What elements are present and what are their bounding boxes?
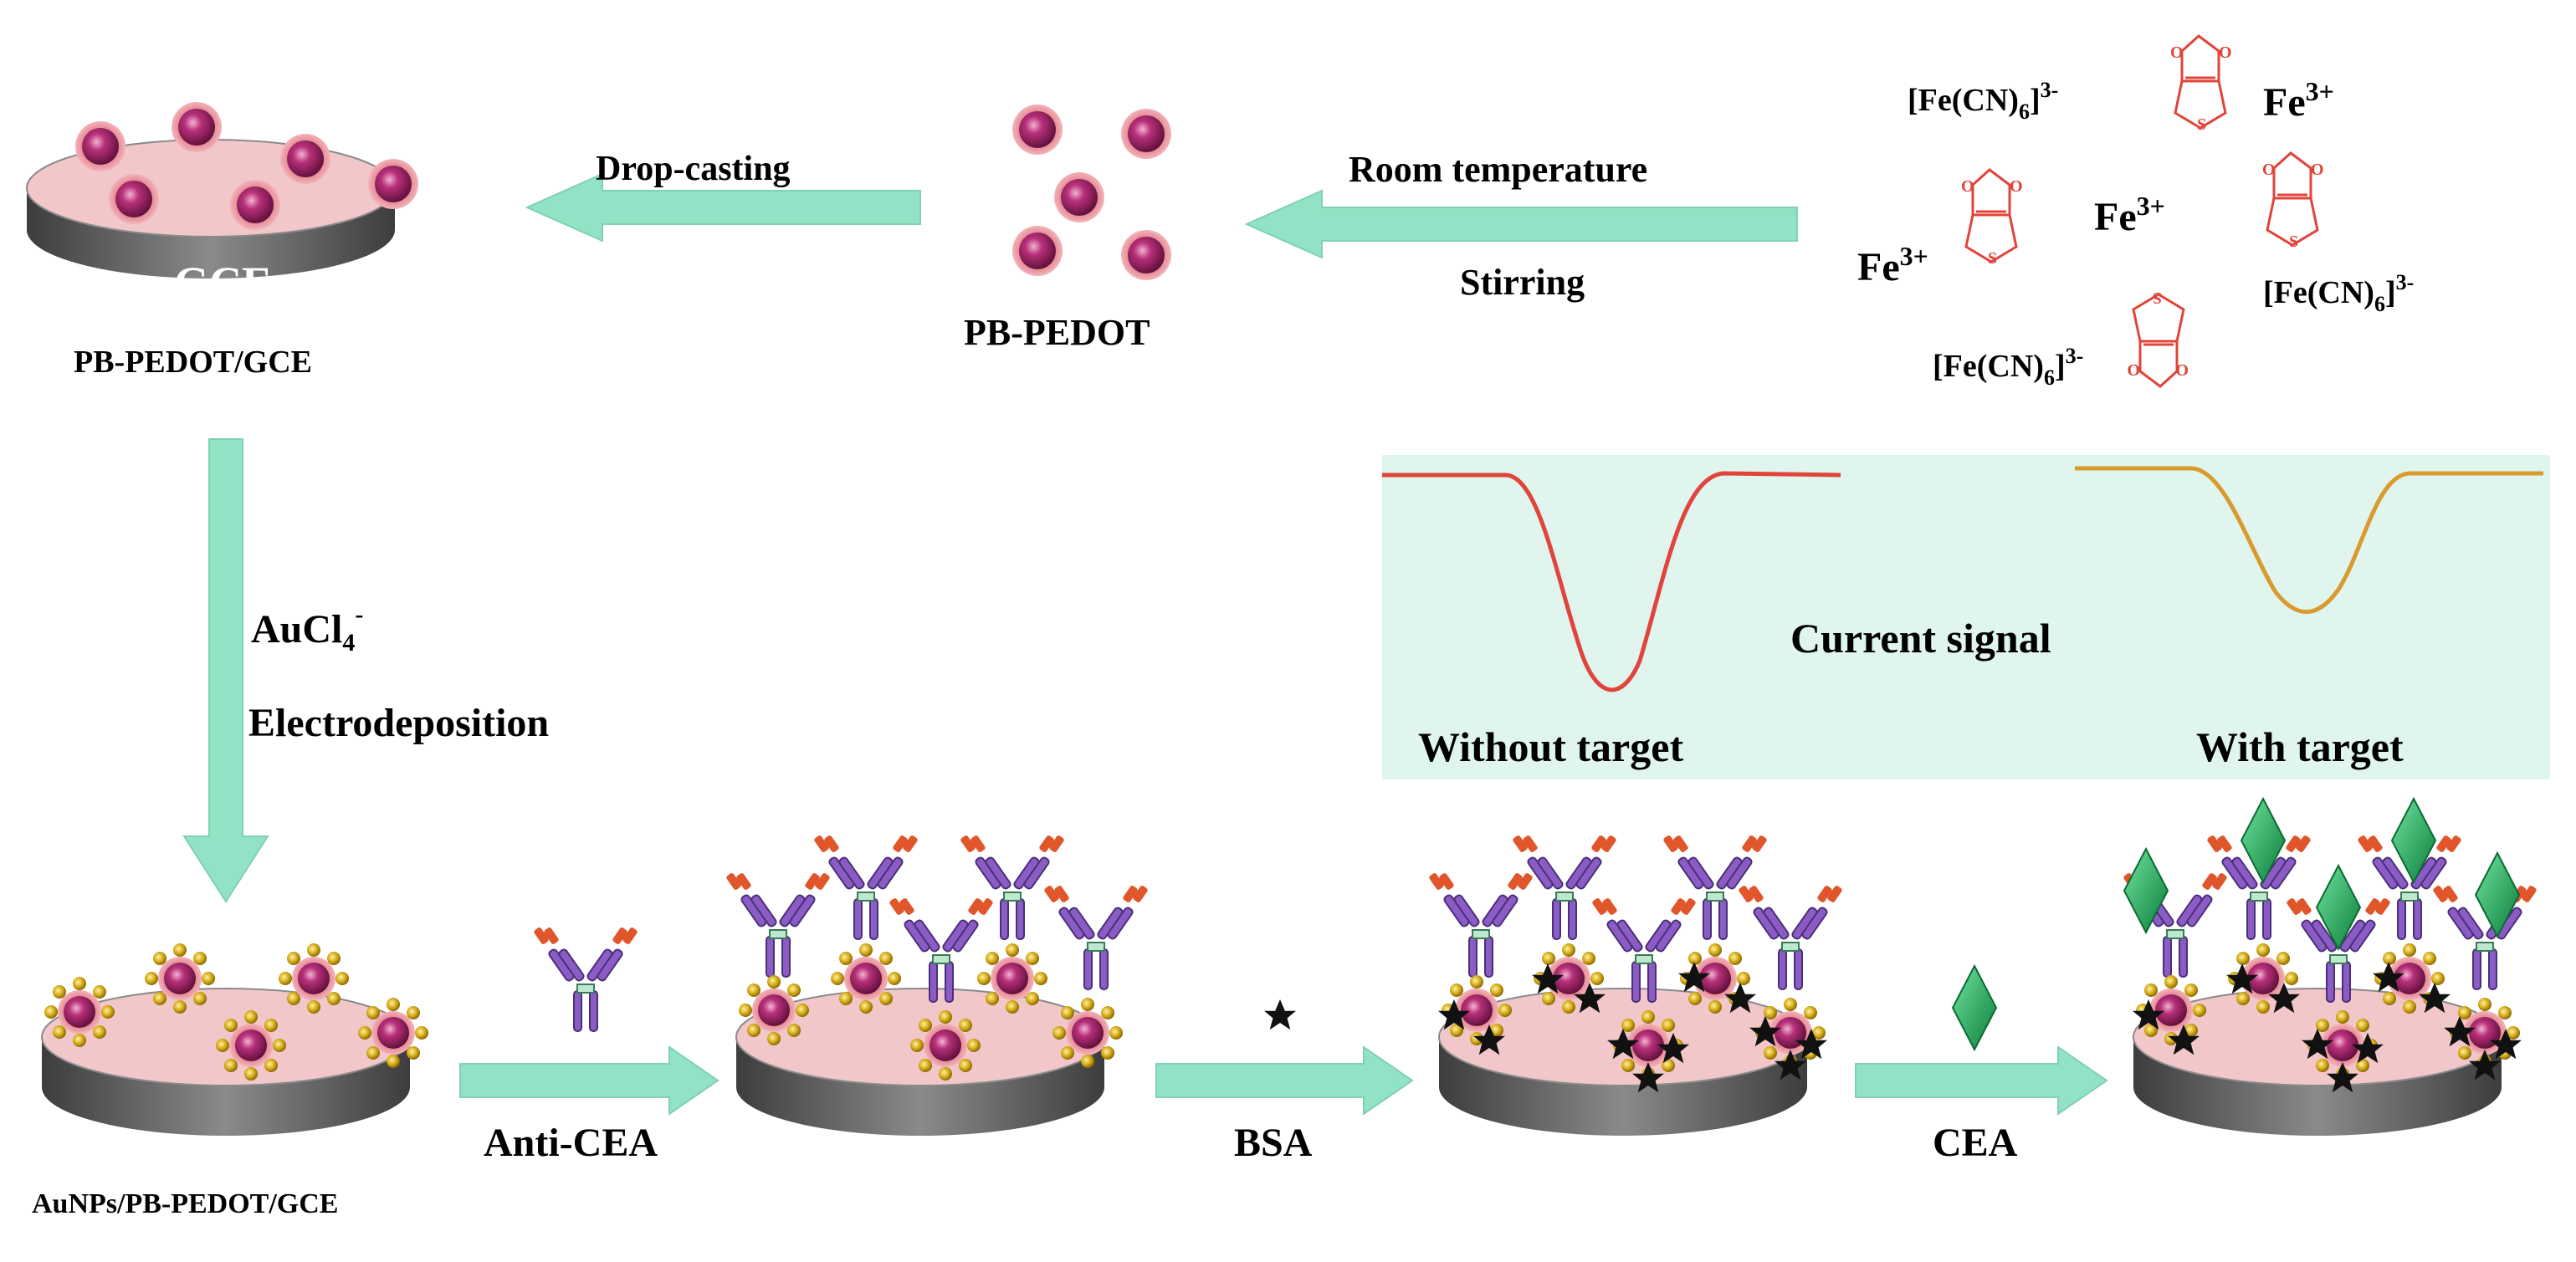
electrode-aunps xyxy=(41,943,428,1136)
fe-label-3: Fe3+ xyxy=(1857,241,1928,289)
ferricyanide-label-3: [Fe(CN)6]3- xyxy=(1933,344,2083,390)
diamond-icon xyxy=(1952,965,1997,1050)
room-temperature-label: Room temperature xyxy=(1349,149,1647,190)
fe-label-1: Fe3+ xyxy=(2263,76,2334,125)
edot-icon xyxy=(2125,287,2190,388)
reagents-mixture: [Fe(CN)6]3- Fe3+ Fe3+ Fe3+ [Fe(CN)6]3- [… xyxy=(1857,34,2414,390)
bsa-label: BSA xyxy=(1234,1121,1313,1165)
aunps-electrode-label: AuNPs/PB-PEDOT/GCE xyxy=(32,1188,338,1219)
electrode-bsa xyxy=(1427,833,1844,1136)
pb-pedot-label: PB-PEDOT xyxy=(964,312,1150,353)
gce-label: GCE xyxy=(174,258,272,308)
electrode-cea xyxy=(2122,798,2538,1136)
anti-cea-arrow xyxy=(459,1045,720,1116)
current-signal-label: Current signal xyxy=(1790,615,2051,662)
antibody-icon xyxy=(532,925,639,1032)
synthesis-arrow xyxy=(1244,189,1798,259)
star-icon xyxy=(1264,999,1296,1030)
edot-icon xyxy=(2261,151,2326,253)
fe-label-2: Fe3+ xyxy=(2094,191,2165,239)
pb-pedot-particles xyxy=(1012,105,1171,280)
electrodeposition-label: Electrodeposition xyxy=(248,701,549,745)
ferricyanide-label-2: [Fe(CN)6]3- xyxy=(2263,270,2414,316)
bsa-arrow xyxy=(1155,1045,1414,1116)
edot-icon xyxy=(1959,168,2025,269)
drop-casting-label: Drop-casting xyxy=(596,150,791,188)
drop-casting-arrow xyxy=(525,172,921,243)
cea-arrow xyxy=(1855,1045,2108,1116)
anti-cea-label: Anti-CEA xyxy=(484,1121,658,1165)
pb-pedot-gce-label: PB-PEDOT/GCE xyxy=(74,345,312,380)
edot-icon xyxy=(2169,34,2234,135)
signal-curve-without-target xyxy=(1382,471,1841,692)
panel-top-left-electrode: GCE xyxy=(26,102,418,308)
without-target-label: Without target xyxy=(1418,723,1683,770)
electrodeposition-arrow xyxy=(182,438,269,903)
aucl4-label: AuCl4- xyxy=(251,600,363,657)
electrode-antibody xyxy=(725,833,1150,1136)
cea-label: CEA xyxy=(1933,1121,2018,1165)
stirring-label: Stirring xyxy=(1460,262,1585,303)
current-signal-panel: Current signal Without target With targe… xyxy=(1382,455,2550,779)
ferricyanide-label-1: [Fe(CN)6]3- xyxy=(1908,78,2058,124)
with-target-label: With target xyxy=(2196,723,2404,770)
signal-curve-with-target xyxy=(2075,466,2543,615)
